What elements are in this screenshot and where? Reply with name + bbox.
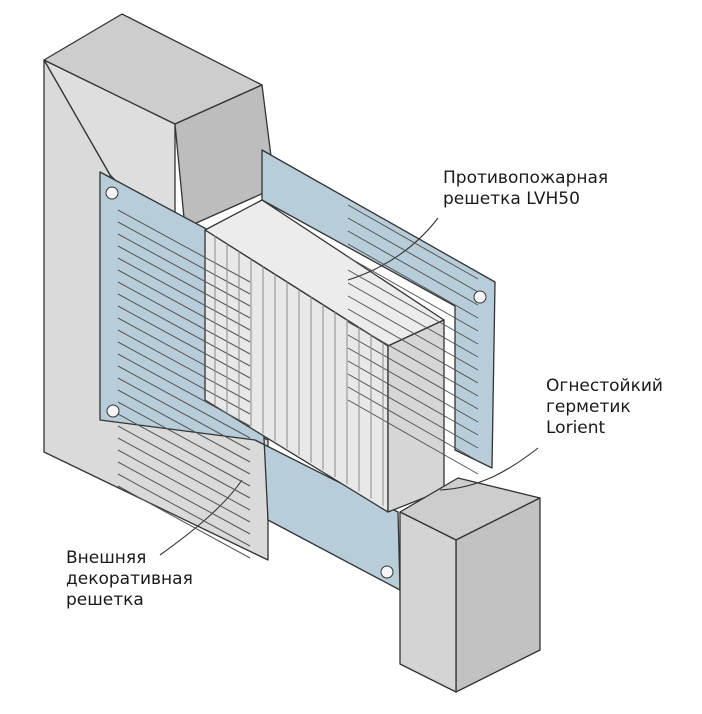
label-fire-grille: Противопожарная решетка LVH50	[443, 168, 608, 210]
label-sealant-line3: Lorient	[546, 418, 606, 438]
outer-grille-slat	[117, 437, 251, 511]
screw-icon	[473, 290, 487, 304]
outer-grille-slat	[117, 365, 251, 439]
label-sealant-line1: Огнестойкий	[546, 376, 663, 396]
outer-grille-slat	[117, 485, 251, 559]
label-outer-grille: Внешняя декоративная решетка	[66, 548, 193, 611]
label-outer-grille-line1: Внешняя	[66, 548, 147, 568]
outer-grille-slat	[117, 233, 251, 307]
outer-grille-slat	[117, 401, 251, 475]
damper-side	[387, 319, 445, 513]
outer-grille-slat	[117, 425, 251, 499]
outer-grille-slat	[117, 245, 251, 319]
outer-grille-slat	[117, 389, 251, 463]
back-grille-slat	[347, 256, 479, 332]
outer-grille-slat	[117, 449, 251, 523]
lead-line-fire-grille	[347, 217, 439, 281]
bottom-block-left	[399, 511, 457, 693]
outer-grille-slat	[117, 209, 251, 283]
outer-grille-slat	[117, 281, 251, 355]
outer-grille-slat	[117, 257, 251, 331]
lead-line-outer-grille	[159, 479, 243, 556]
outer-grille-slat	[117, 473, 251, 547]
outer-grille-slat	[117, 221, 251, 295]
back-grille-slat	[347, 308, 479, 384]
back-grille-slat	[347, 243, 479, 319]
outer-grille-slat	[117, 269, 251, 343]
outer-grille-slat	[117, 353, 251, 427]
outer-grille-slat	[117, 461, 251, 535]
back-grille-slat	[347, 399, 479, 475]
back-grille-slat	[347, 386, 479, 462]
back-grille-slat	[347, 269, 479, 345]
outer-grille-slat	[117, 413, 251, 487]
outer-grille-slat	[117, 377, 251, 451]
label-fire-grille-line2: решетка LVH50	[443, 189, 580, 209]
back-grille-slat	[347, 230, 479, 306]
outer-grille-slat	[117, 293, 251, 367]
label-outer-grille-line2: декоративная	[66, 569, 193, 589]
back-grille-slat	[347, 204, 479, 280]
screw-icon	[106, 404, 120, 418]
back-grille-slat	[347, 217, 479, 293]
back-grille-slat	[347, 373, 479, 449]
lead-line-sealant	[439, 447, 539, 491]
label-sealant-line2: герметик	[546, 397, 631, 417]
back-grille-slat	[347, 282, 479, 358]
back-grille-slat	[347, 347, 479, 423]
outer-grille-slat	[117, 329, 251, 403]
screw-icon	[380, 565, 394, 579]
label-outer-grille-line3: решетка	[66, 590, 144, 610]
back-grille-slat	[347, 321, 479, 397]
back-grille-slat	[347, 334, 479, 410]
outer-grille-slat	[117, 341, 251, 415]
screw-icon	[105, 186, 119, 200]
back-grille-slat	[347, 295, 479, 371]
outer-grille-slat	[117, 305, 251, 379]
label-fire-grille-line1: Противопожарная	[443, 168, 609, 188]
label-sealant: Огнестойкий герметик Lorient	[546, 376, 663, 439]
back-grille-slat	[347, 360, 479, 436]
outer-grille-slat	[117, 317, 251, 391]
